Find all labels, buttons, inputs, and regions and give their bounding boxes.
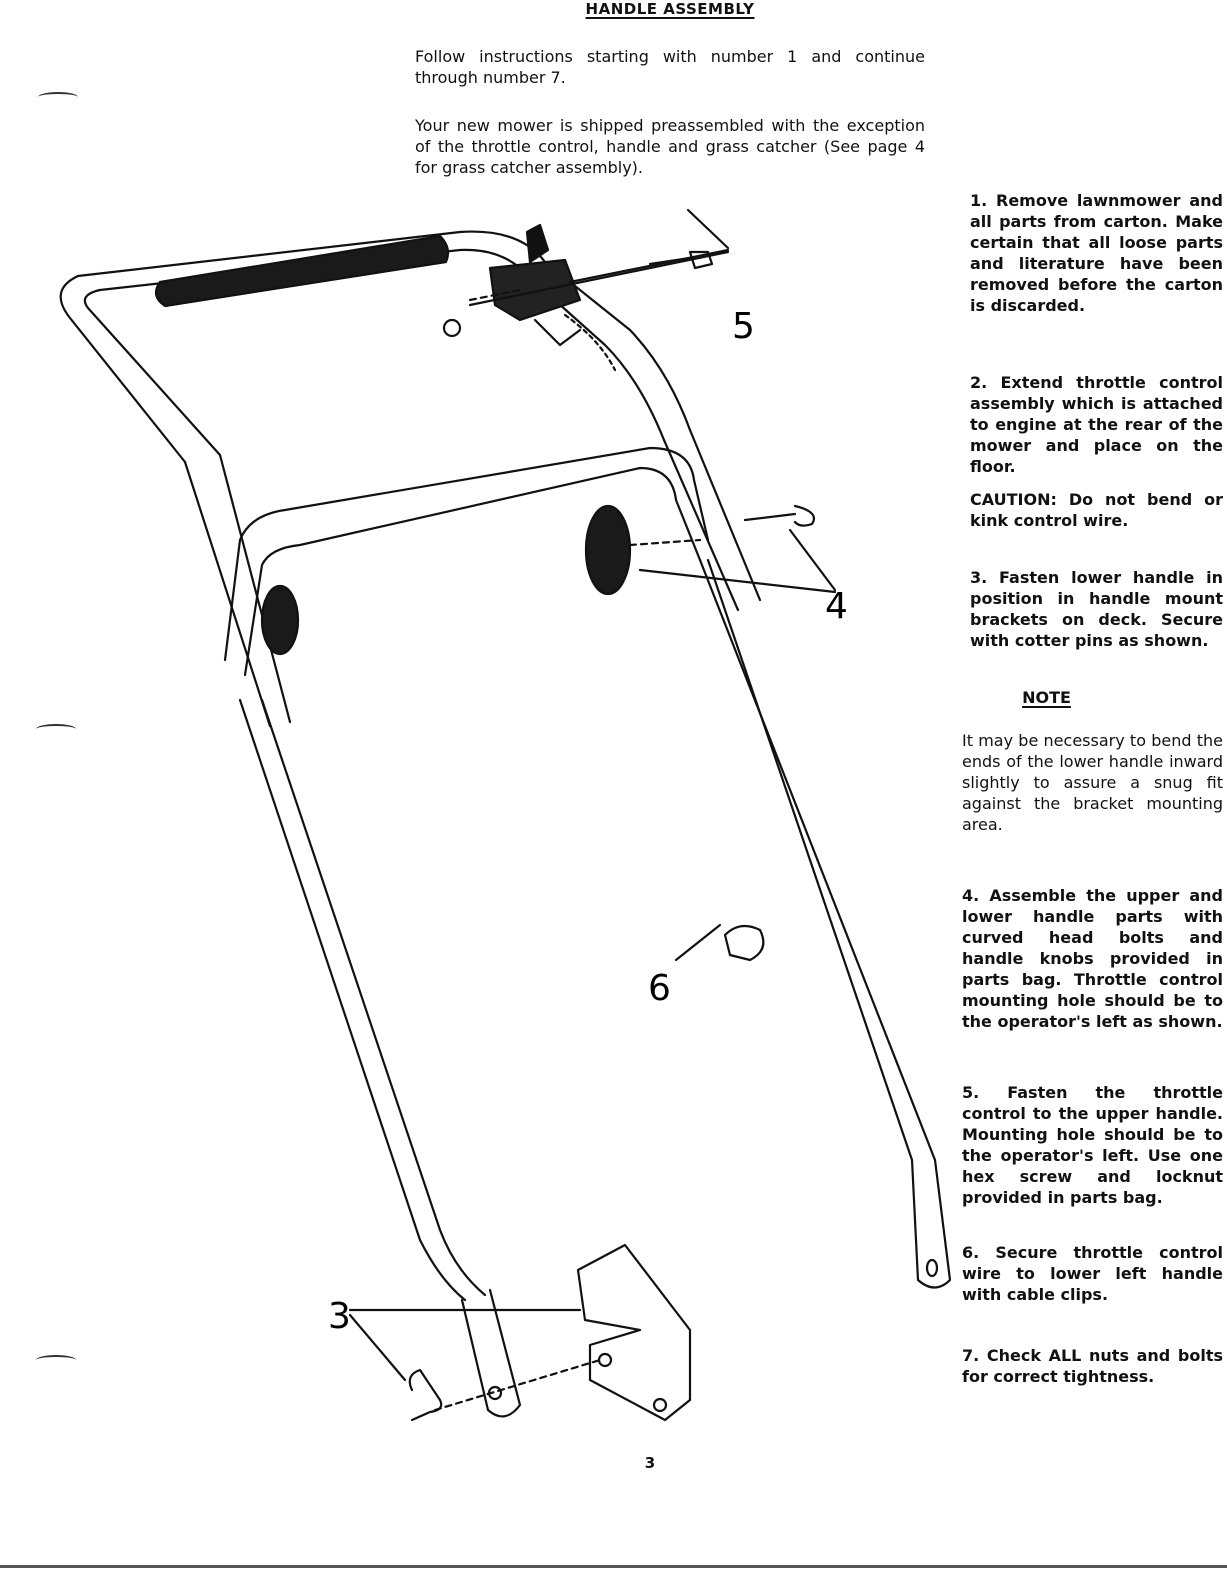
lower-left-leg — [238, 698, 467, 1302]
page-number: 3 — [644, 1454, 656, 1472]
upper-left-leg — [183, 460, 272, 728]
callout-label-4: 4 — [825, 586, 848, 627]
cable-clip — [723, 924, 765, 962]
upper-right-leg-inner — [662, 438, 740, 612]
instruction-steps: 1. Remove lawnmower and all parts from c… — [962, 190, 1223, 1387]
callout-label-6: 6 — [648, 968, 671, 1009]
handle-mount-bracket — [576, 1243, 692, 1422]
bottom-rule — [0, 1565, 1227, 1568]
callout-label-3: 3 — [328, 1296, 351, 1337]
page-title: HANDLE ASSEMBLY — [585, 0, 755, 18]
right-handle-knob — [584, 504, 632, 596]
lower-handle-inner — [243, 466, 702, 677]
intro-paragraph-2: Your new mower is shipped preassembled w… — [415, 116, 925, 177]
lower-left-end-tab — [460, 1288, 522, 1418]
callout-arrows-3 — [348, 1308, 582, 1382]
step-7: 7. Check ALL nuts and bolts for correct … — [962, 1346, 1223, 1386]
throttle-control — [488, 258, 582, 322]
lower-left-leg-inner — [260, 698, 487, 1297]
lower-right-end-tab — [910, 1158, 952, 1289]
callout-arrows-5 — [468, 208, 730, 307]
upper-right-leg — [688, 428, 762, 602]
step-5: 5. Fasten the throttle control to the up… — [962, 1083, 1223, 1207]
left-handle-knob — [260, 584, 300, 656]
curved-head-bolt — [743, 512, 797, 522]
lower-right-leg-inner — [698, 558, 937, 1162]
lower-handle-outer — [223, 446, 710, 662]
step-1: 1. Remove lawnmower and all parts from c… — [970, 191, 1223, 315]
upper-handle-inner — [83, 248, 666, 457]
step-6: 6. Secure throttle control wire to lower… — [962, 1243, 1223, 1304]
binder-hole-mark-bottom — [36, 1355, 76, 1365]
callout-arrows-4 — [638, 528, 837, 594]
locknut — [442, 318, 462, 338]
callout-label-5: 5 — [732, 306, 755, 347]
note-title: NOTE — [1022, 688, 1071, 707]
step-4: 4. Assemble the upper and lower handle p… — [962, 886, 1223, 1031]
caution-text: CAUTION: Do not bend or kink control wir… — [970, 490, 1223, 530]
lower-right-leg — [706, 558, 914, 1162]
handle-assembly-diagram: 5 4 6 3 — [59, 208, 952, 1422]
note-body: It may be necessary to bend the ends of … — [962, 731, 1223, 834]
step-2: 2. Extend throttle control assembly whic… — [970, 373, 1223, 476]
intro-paragraph-1: Follow instructions starting with number… — [415, 47, 925, 87]
handle-grip — [154, 234, 450, 308]
cotter-pin — [408, 1368, 443, 1422]
binder-hole-mark-top — [38, 92, 78, 102]
binder-hole-mark-middle — [36, 724, 76, 734]
step-3: 3. Fasten lower handle in position in ha… — [970, 568, 1223, 650]
callout-arrow-6 — [674, 923, 722, 962]
upper-handle-outer — [59, 230, 692, 464]
upper-left-leg-inner — [218, 453, 292, 724]
